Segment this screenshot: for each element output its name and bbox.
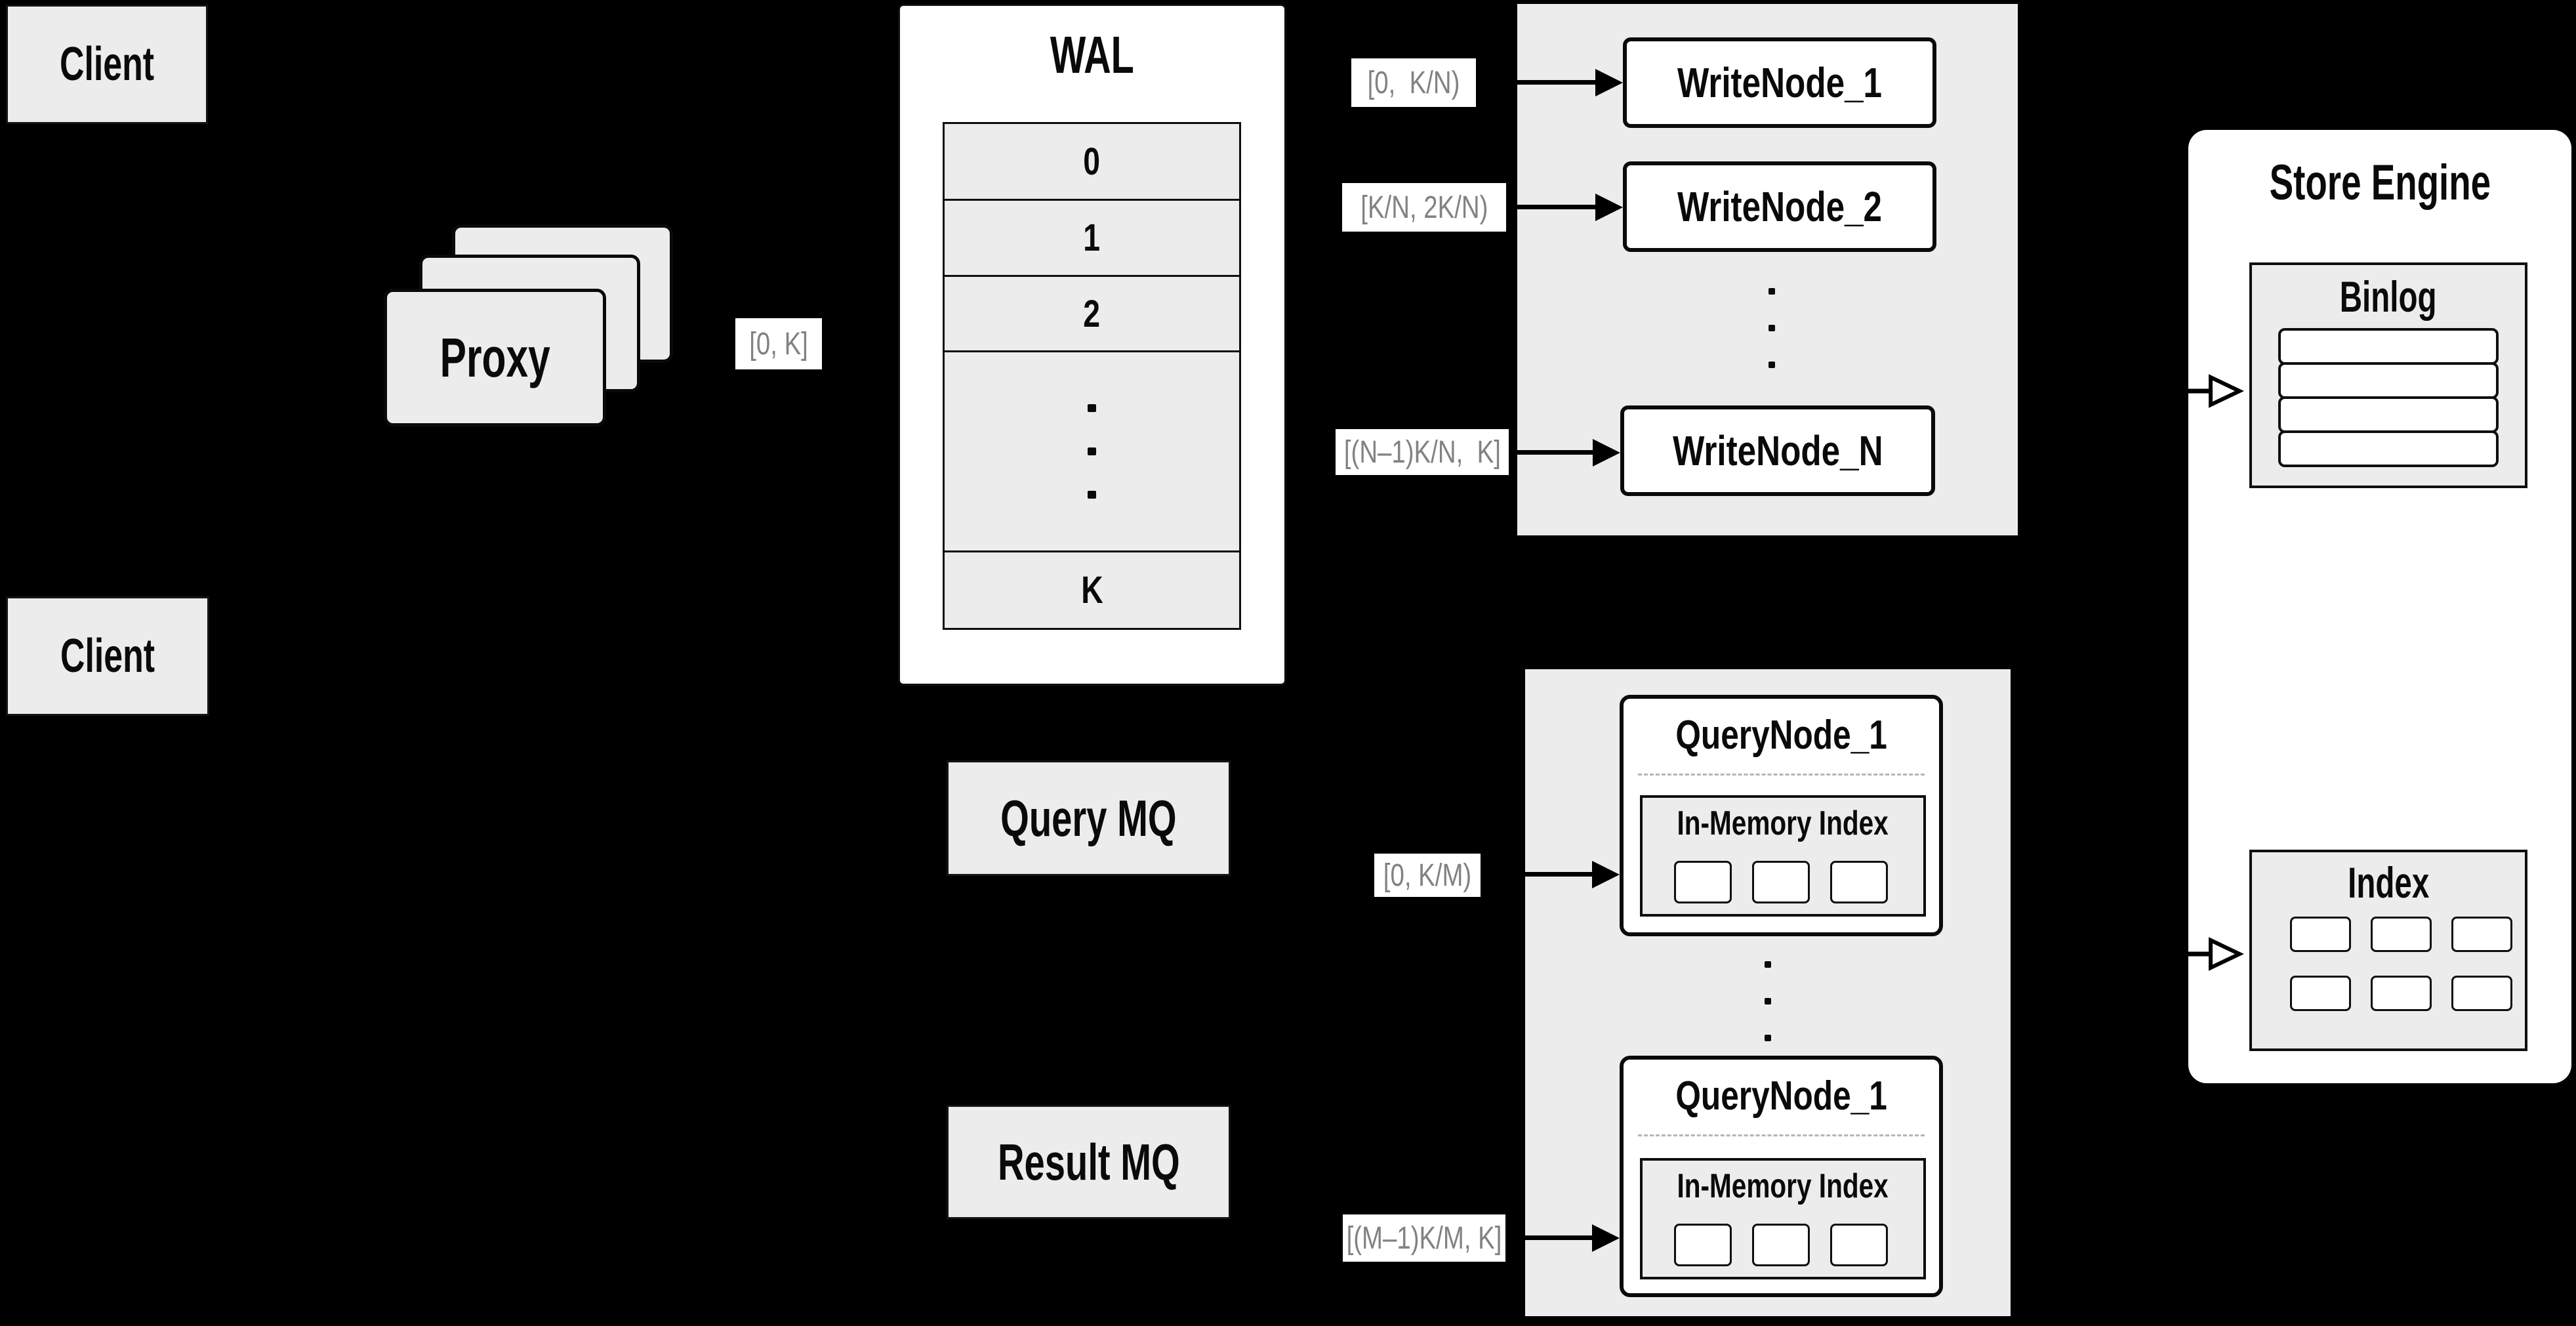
client-bottom-label: Client — [60, 630, 155, 682]
range-label-write-1-text: [0, K/N) — [1367, 65, 1460, 100]
wal-row-k: K — [945, 552, 1239, 628]
write-node-1-box: WriteNode_1 — [1623, 37, 1936, 128]
client-top-label: Client — [59, 38, 154, 91]
open-arrowhead-index-icon — [2119, 937, 2244, 971]
wal-row-2: 2 — [945, 277, 1239, 352]
binlog-title-row: Binlog — [2252, 265, 2525, 328]
wal-box: WAL 0 1 2 K — [898, 4, 1286, 686]
range-label-write-n: [(N–1)K/N, K] — [1336, 429, 1509, 475]
write-node-2-box: WriteNode_2 — [1623, 161, 1936, 252]
in-memory-index-2-title-row: In-Memory Index — [1643, 1161, 1923, 1212]
binlog-row — [2278, 328, 2499, 365]
index-cell — [1830, 861, 1888, 903]
wal-title: WAL — [1050, 26, 1134, 84]
index-cells-row-2 — [2290, 976, 2512, 1011]
wal-row-ellipsis — [945, 352, 1239, 552]
in-memory-index-1-cells — [1674, 861, 1888, 903]
query-node-2-divider — [1638, 1134, 1925, 1136]
query-node-1-divider — [1638, 774, 1925, 776]
range-label-query-1-text: [0, K/M) — [1383, 858, 1472, 893]
query-node-vertical-ellipsis — [1765, 946, 1771, 1056]
wal-table: 0 1 2 K — [943, 122, 1241, 630]
index-cell — [1752, 1224, 1810, 1266]
index-cell — [1674, 1224, 1732, 1266]
binlog-rows — [2252, 328, 2525, 467]
index-cell — [1830, 1224, 1888, 1266]
open-arrowhead-binlog-icon — [2119, 374, 2244, 408]
range-label-proxy-wal-text: [0, K] — [749, 326, 808, 362]
range-label-query-1: [0, K/M) — [1374, 854, 1481, 897]
index-cell — [2290, 976, 2351, 1011]
write-node-n-box: WriteNode_N — [1620, 405, 1935, 496]
store-engine-title-row: Store Engine — [2188, 130, 2571, 235]
wal-row-2-label: 2 — [1083, 292, 1101, 335]
index-cell — [1752, 861, 1810, 903]
index-cells-row-1 — [2290, 917, 2512, 952]
wal-row-1-label: 1 — [1083, 217, 1101, 259]
store-engine-box: Store Engine Binlog Index — [2188, 130, 2571, 1083]
range-label-query-m: [(M–1)K/M, K] — [1343, 1214, 1505, 1262]
wal-title-row: WAL — [900, 6, 1284, 104]
index-title-row: Index — [2252, 852, 2525, 913]
binlog-row — [2278, 396, 2499, 433]
range-label-write-2-text: [K/N, 2K/N) — [1360, 190, 1488, 225]
result-mq-label: Result MQ — [997, 1132, 1180, 1191]
index-cell — [2451, 976, 2512, 1011]
range-label-proxy-wal: [0, K] — [735, 318, 822, 369]
write-node-1-label: WriteNode_1 — [1677, 59, 1883, 106]
index-cell — [1674, 861, 1732, 903]
index-title: Index — [2347, 858, 2430, 907]
range-label-query-m-text: [(M–1)K/M, K] — [1346, 1220, 1502, 1256]
wal-row-k-label: K — [1080, 569, 1103, 611]
binlog-row — [2278, 430, 2499, 467]
binlog-row — [2278, 362, 2499, 399]
query-node-1-title-row: QueryNode_1 — [1624, 699, 1939, 771]
write-node-vertical-ellipsis — [1768, 273, 1775, 383]
wal-row-0-label: 0 — [1083, 140, 1101, 183]
client-bottom-box: Client — [6, 596, 209, 716]
query-mq-label: Query MQ — [1000, 789, 1177, 847]
write-node-n-label: WriteNode_N — [1672, 427, 1883, 474]
binlog-title: Binlog — [2340, 272, 2437, 321]
index-cell — [2371, 976, 2432, 1011]
in-memory-index-1-title-row: In-Memory Index — [1643, 798, 1923, 849]
proxy-box-front: Proxy — [384, 289, 606, 426]
wal-row-0: 0 — [945, 124, 1239, 201]
wal-row-1: 1 — [945, 201, 1239, 277]
query-node-2-title: QueryNode_1 — [1675, 1073, 1887, 1119]
query-mq-box: Query MQ — [947, 760, 1231, 876]
in-memory-index-2-title: In-Memory Index — [1677, 1167, 1889, 1205]
index-cell — [2371, 917, 2432, 952]
query-node-1-box: QueryNode_1 In-Memory Index — [1620, 695, 1943, 936]
in-memory-index-2-cells — [1674, 1224, 1888, 1266]
range-label-write-n-text: [(N–1)K/N, K] — [1343, 434, 1501, 470]
range-label-write-2: [K/N, 2K/N) — [1342, 183, 1506, 232]
binlog-box: Binlog — [2249, 262, 2527, 488]
in-memory-index-1-title: In-Memory Index — [1677, 804, 1889, 842]
in-memory-index-2-box: In-Memory Index — [1640, 1158, 1926, 1279]
range-label-write-1: [0, K/N) — [1351, 58, 1476, 107]
query-node-2-box: QueryNode_1 In-Memory Index — [1620, 1056, 1943, 1297]
client-top-box: Client — [6, 5, 208, 124]
index-cell — [2451, 917, 2512, 952]
index-cell — [2290, 917, 2351, 952]
result-mq-box: Result MQ — [947, 1105, 1231, 1219]
write-node-2-label: WriteNode_2 — [1677, 183, 1883, 230]
query-node-1-title: QueryNode_1 — [1675, 712, 1887, 758]
proxy-label: Proxy — [440, 326, 550, 388]
in-memory-index-1-box: In-Memory Index — [1640, 795, 1926, 917]
index-box: Index — [2249, 850, 2527, 1051]
query-node-2-title-row: QueryNode_1 — [1624, 1060, 1939, 1132]
wal-vertical-ellipsis — [1088, 386, 1096, 516]
store-engine-title: Store Engine — [2269, 154, 2491, 211]
